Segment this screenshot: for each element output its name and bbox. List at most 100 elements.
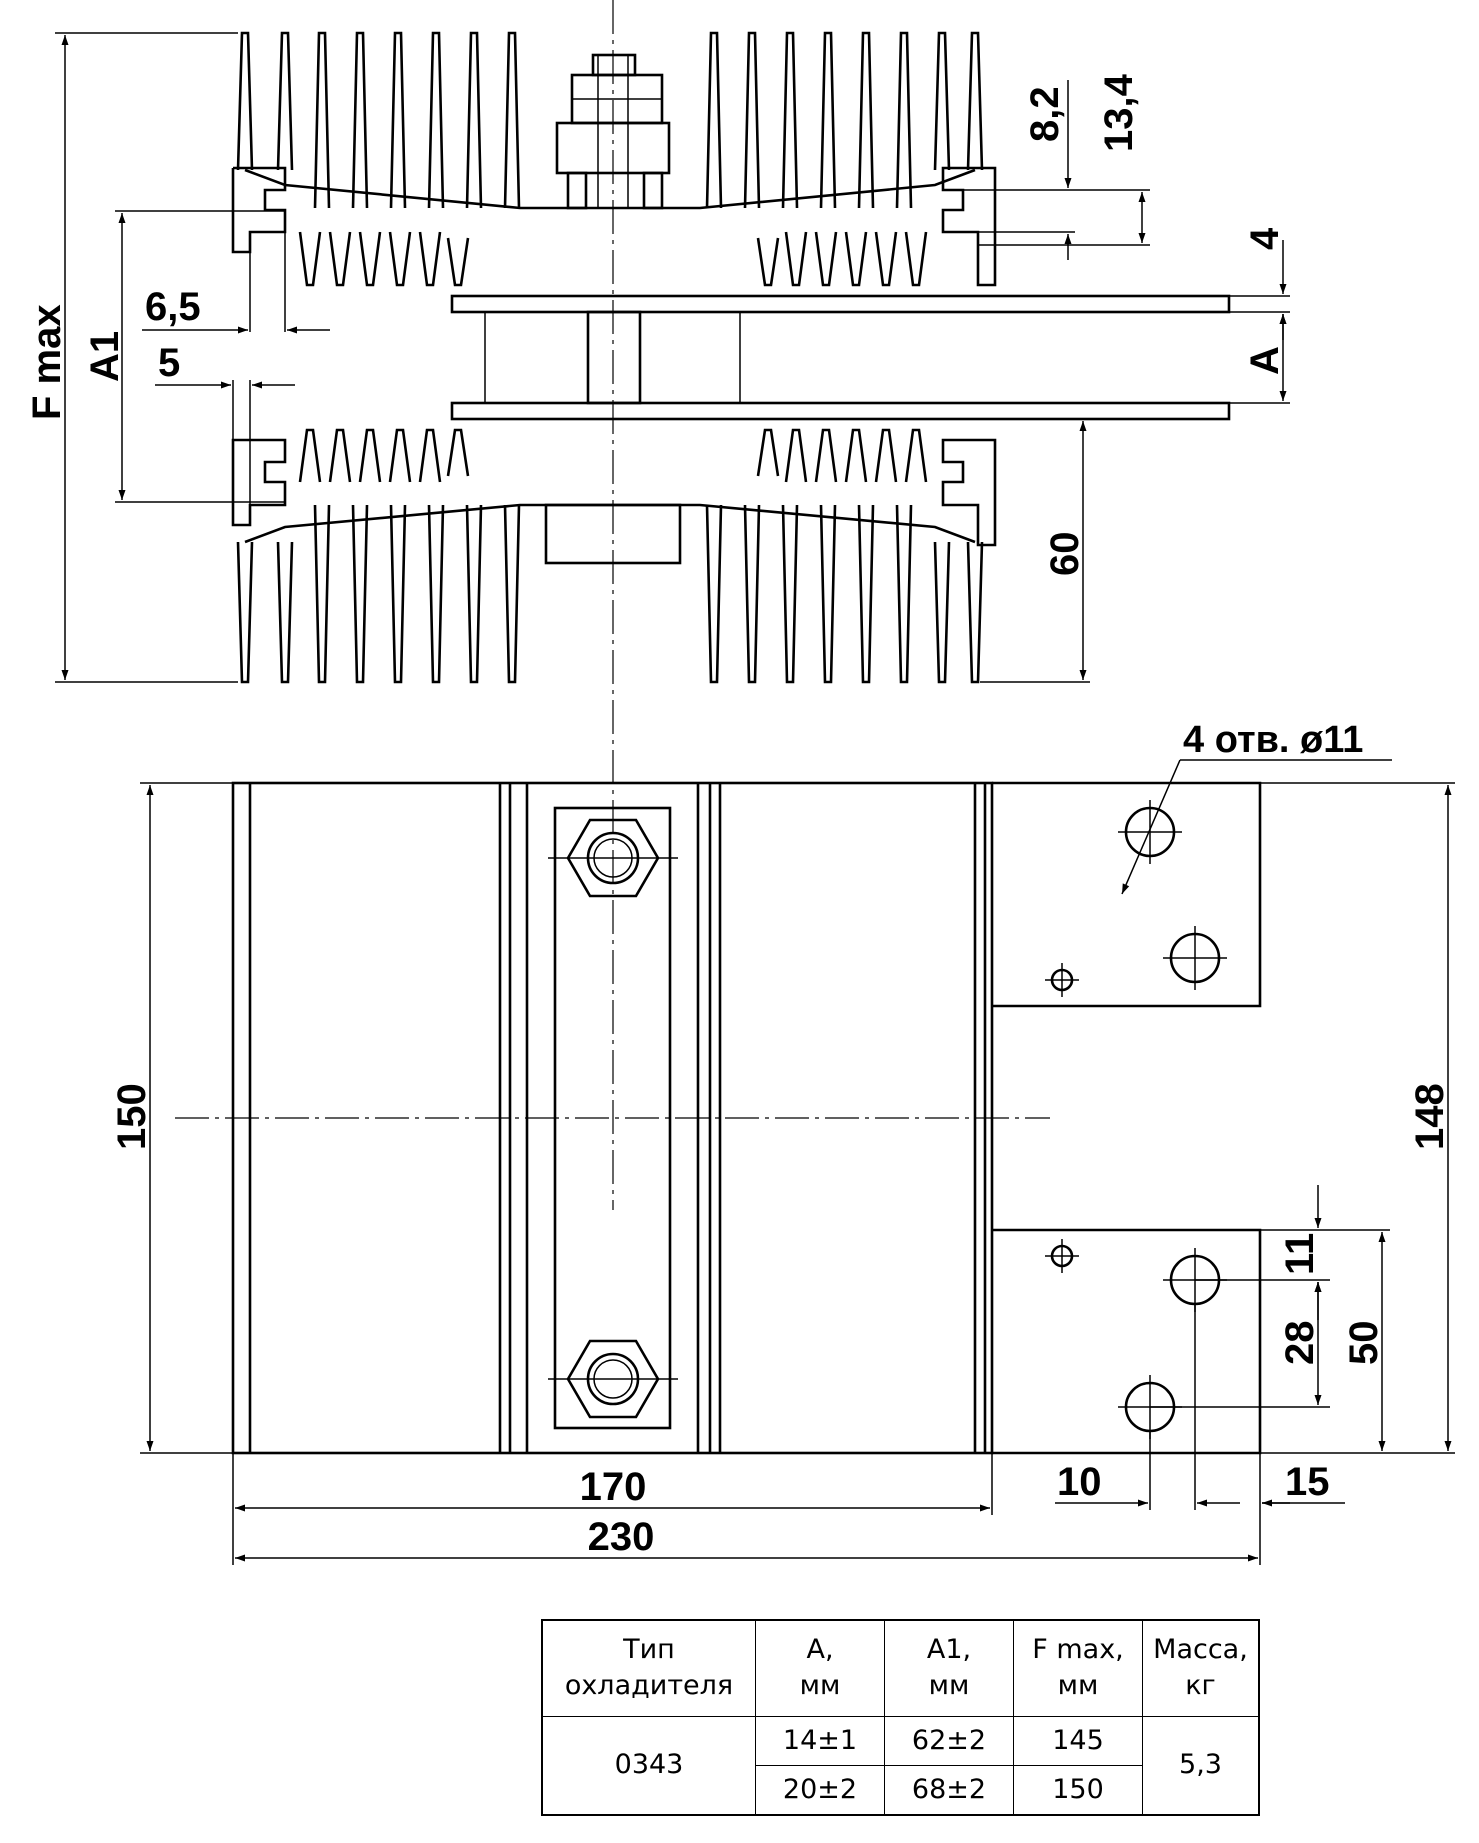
cell-a1: 68±2 (884, 1764, 1014, 1816)
header-a: А,мм (755, 1619, 885, 1717)
mount-hole-1 (1118, 800, 1182, 864)
fin (328, 428, 352, 483)
fin (756, 237, 780, 287)
fin (351, 504, 369, 684)
dim-a-text: A (1243, 346, 1287, 375)
fin (895, 31, 913, 209)
fin (389, 31, 407, 209)
lower-block (544, 503, 682, 565)
dim-10-text: 10 (1057, 1460, 1102, 1504)
fin (418, 428, 442, 483)
table-row: 20±2 68±2 150 (542, 1764, 1259, 1816)
fin (857, 504, 875, 684)
header-a1: А1,мм (884, 1619, 1014, 1717)
device-stud (586, 310, 642, 405)
table-row: 0343 14±1 62±2 145 5,3 (541, 1715, 1260, 1816)
fin (358, 231, 382, 287)
dim-60-text: 60 (1043, 532, 1087, 577)
inner-small-fins (298, 231, 928, 483)
cell-mass: 5,3 (1142, 1715, 1260, 1816)
fin (503, 31, 521, 209)
dim-11-text: 11 (1278, 1233, 1322, 1275)
fin (276, 31, 294, 171)
left-lower-clamp (231, 438, 287, 527)
upper-heatsink-fins (236, 31, 984, 209)
dim-150-text: 150 (110, 1083, 154, 1150)
fin (427, 31, 445, 209)
plan-view: 4 отв. ø11 150 148 11 28 50 170 230 (110, 719, 1455, 1565)
lower-hex-nut (548, 1339, 678, 1419)
fin (236, 541, 254, 684)
fin (298, 428, 322, 483)
fin (781, 504, 799, 684)
fin (814, 231, 838, 287)
fin (895, 504, 913, 684)
hole-leader (1121, 759, 1181, 895)
spacer-left (566, 171, 588, 210)
fin (276, 541, 294, 684)
cell-fmax: 150 (1013, 1764, 1143, 1816)
dim-28-text: 28 (1278, 1321, 1322, 1366)
dim-5-text: 5 (158, 341, 180, 385)
fin (465, 31, 483, 209)
fin (389, 504, 407, 684)
dim-8-2-text: 8,2 (1023, 86, 1067, 142)
upper-terminal-tab (992, 781, 1262, 1008)
cell-type: 0343 (541, 1715, 756, 1816)
dim-13-4-text: 13,4 (1097, 73, 1141, 152)
hole-note: 4 отв. ø11 (1183, 719, 1363, 761)
dim-6-5-text: 6,5 (145, 285, 201, 329)
upper-busbar (450, 294, 1231, 314)
dim-148-text: 148 (1408, 1083, 1452, 1150)
small-hole-1 (1045, 963, 1079, 997)
upper-base-outline (244, 168, 976, 210)
washer-block (555, 121, 671, 175)
fin (743, 31, 761, 209)
fin (874, 428, 898, 483)
fin (904, 428, 928, 483)
dim-170-text: 170 (580, 1465, 647, 1509)
fin (298, 231, 322, 287)
spacer-right (642, 171, 664, 210)
header-fmax: F max,мм (1013, 1619, 1143, 1717)
cell-a1: 62±2 (884, 1715, 1014, 1766)
dim-50-text: 50 (1342, 1321, 1386, 1366)
upper-hex-nut (548, 818, 678, 898)
fin (313, 504, 331, 684)
lower-busbar (450, 401, 1231, 421)
left-upper-clamp (231, 166, 287, 254)
dim-15-text: 15 (1285, 1460, 1330, 1504)
right-lower-clamp (941, 438, 997, 547)
header-mass: Масса,кг (1142, 1619, 1260, 1717)
fin (446, 237, 470, 287)
fin (351, 31, 369, 209)
fin (465, 504, 483, 684)
fin (427, 504, 445, 684)
dim-4-text: 4 (1243, 227, 1287, 250)
fin (388, 428, 412, 483)
fin (358, 428, 382, 483)
fin (819, 504, 837, 684)
lower-terminal-tab (992, 1228, 1262, 1455)
fin (933, 541, 951, 684)
dim-230-text: 230 (588, 1515, 655, 1559)
fin (814, 428, 838, 483)
fin (503, 504, 521, 684)
fin (784, 428, 808, 483)
fin (904, 231, 928, 287)
fin (966, 541, 984, 684)
cell-a: 20±2 (755, 1764, 885, 1816)
mount-hole-2 (1163, 926, 1227, 990)
cell-fmax: 145 (1013, 1715, 1143, 1766)
fin (933, 31, 951, 171)
fin (874, 231, 898, 287)
fin (328, 231, 352, 287)
fin (446, 428, 470, 477)
cell-a: 14±1 (755, 1715, 885, 1766)
fin (844, 428, 868, 483)
fin (313, 31, 331, 209)
